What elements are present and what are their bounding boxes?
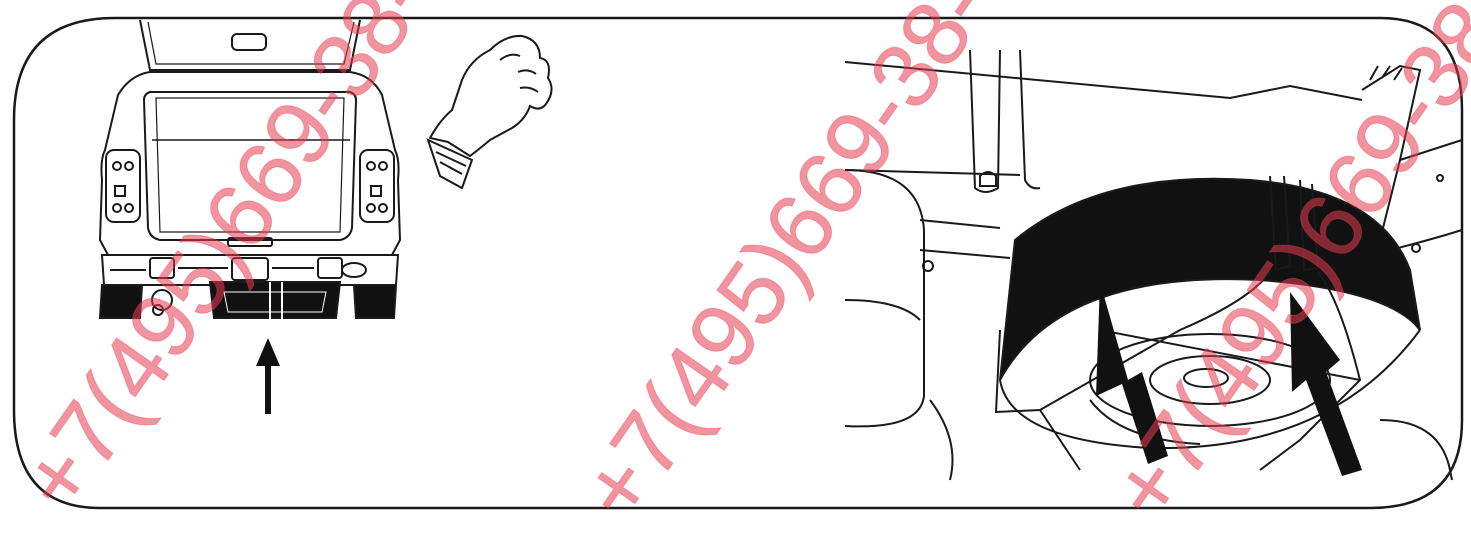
gloved-hand-icon [428,36,552,188]
illustration [0,0,1471,517]
car-rear-illustration [100,20,400,320]
up-arrow-icon [256,338,280,414]
